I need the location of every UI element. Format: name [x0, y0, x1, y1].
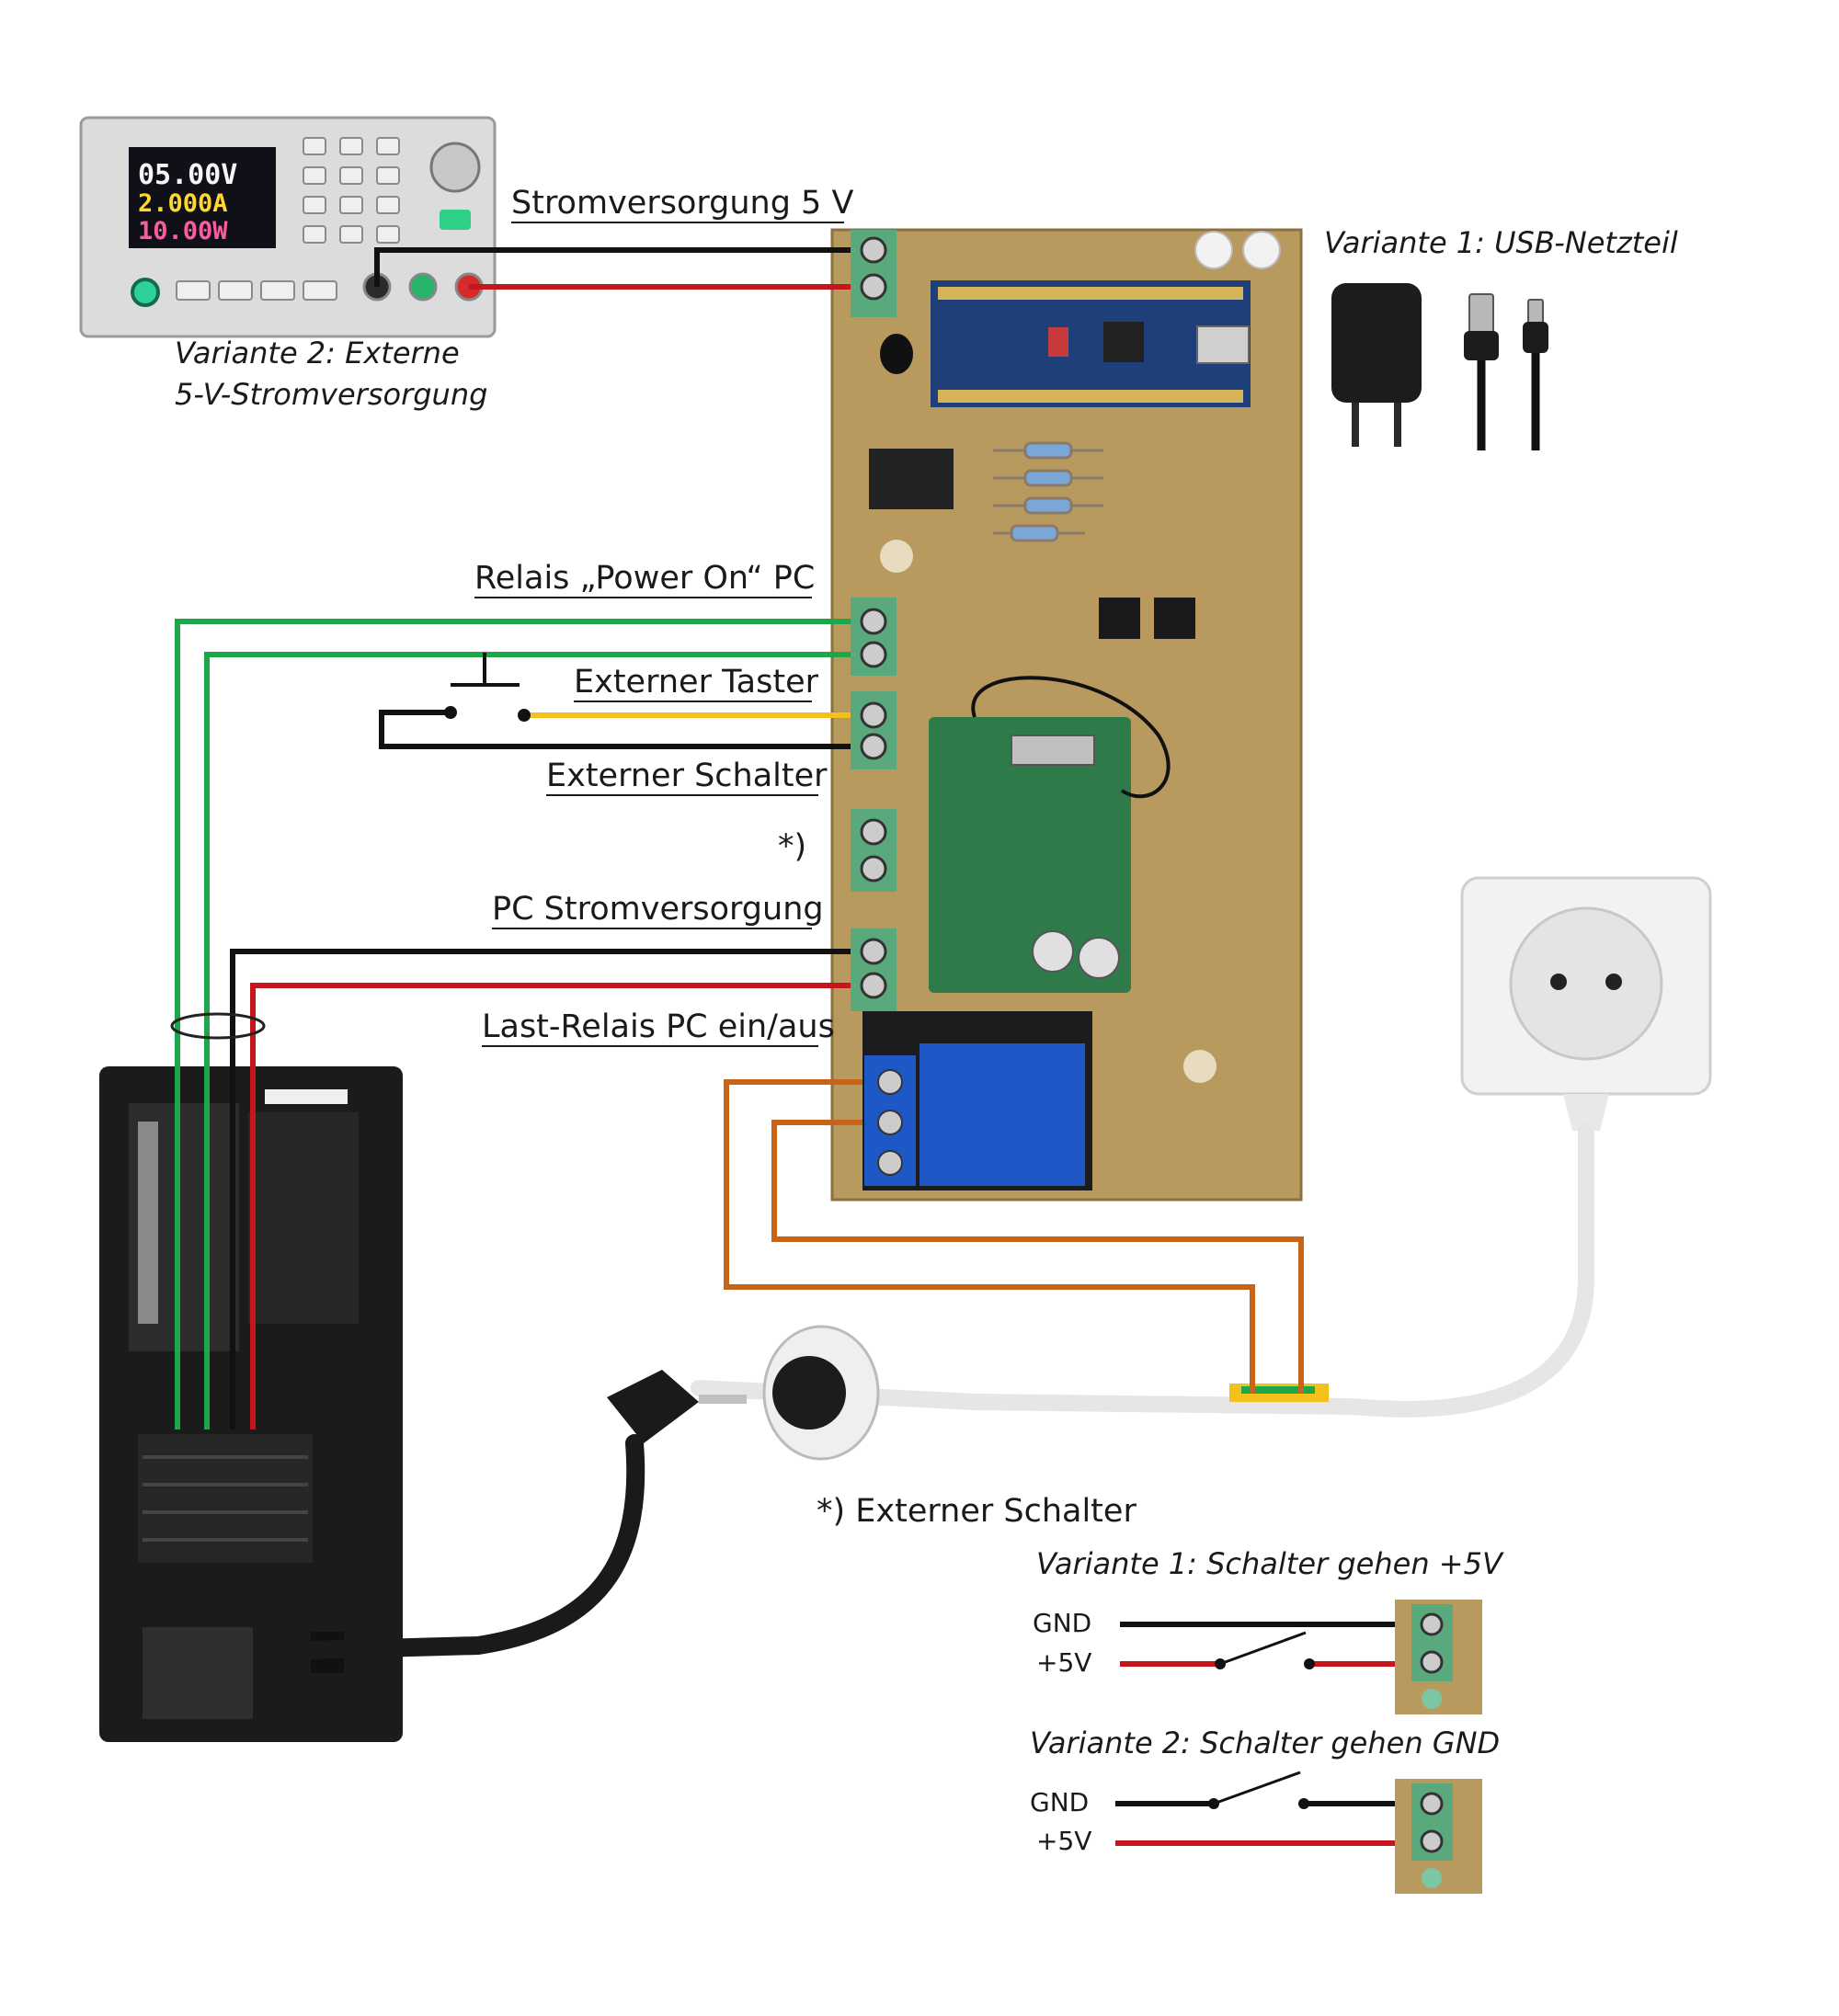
variante2-extern-label-line2: 5-V-Stromversorgung	[175, 377, 487, 412]
labels: Stromversorgung 5 V Relais „Power On“ PC…	[474, 185, 853, 1047]
legend-variant2-gnd-label: GND	[1030, 1787, 1089, 1817]
transistor	[880, 334, 913, 374]
relais-power-on-label: Relais „Power On“ PC	[474, 560, 815, 597]
wire-power-on-1	[175, 619, 851, 1429]
last-relais-label: Last-Relais PC ein/aus	[482, 1008, 835, 1045]
cable-tie-symbol	[170, 1012, 266, 1040]
variante1-usb-label: Variante 1: USB-Netzteil	[1324, 225, 1678, 260]
rf-module	[929, 676, 1171, 993]
pc-stromversorgung-label: PC Stromversorgung	[492, 891, 824, 928]
legend-variant2-5v-label: +5V	[1036, 1826, 1091, 1856]
variante2-extern-label-line1: Variante 2: Externe	[175, 336, 460, 370]
wire-taster-gnd	[379, 710, 851, 749]
extension-coupler	[762, 1325, 880, 1461]
mounting-hole	[1183, 1050, 1216, 1083]
terminal-pc-power	[851, 928, 897, 1011]
psu-power-button	[131, 278, 160, 307]
power-plug	[303, 1370, 747, 1659]
optocoupler-2	[1154, 598, 1195, 639]
bench-power-supply: 05.00V 2.000A 10.00W	[79, 116, 497, 338]
usb-charger	[1331, 283, 1422, 447]
wires	[175, 247, 1304, 1429]
psu-current-readout: 2.000A	[138, 189, 228, 218]
psu-keypad	[303, 137, 400, 244]
led-2	[1242, 231, 1281, 269]
terminal-extern	[851, 809, 897, 892]
stromversorgung-label: Stromversorgung 5 V	[511, 185, 853, 222]
wire-pc-gnd	[230, 949, 851, 1429]
externer-taster-label: Externer Taster	[574, 664, 819, 700]
legend-variant1-terminal	[1395, 1600, 1482, 1714]
wire-power-on-2	[204, 652, 851, 1429]
pushbutton-symbol	[444, 653, 531, 722]
legend-variant1-5v-label: +5V	[1036, 1647, 1091, 1678]
terminal-taster-schalter	[851, 691, 897, 769]
wire-psu-gnd	[374, 247, 851, 287]
terminal-relais-power-on	[851, 598, 897, 676]
switch-legend: *) Externer Schalter Variante 1: Schalte…	[817, 1493, 1504, 1894]
wire-relay-l1	[724, 1079, 1255, 1393]
optocoupler-1	[1099, 598, 1140, 639]
psu-rotary-knob	[429, 142, 481, 193]
psu-output-button	[440, 210, 471, 230]
legend-heading: *) Externer Schalter	[817, 1493, 1137, 1530]
arduino-nano	[931, 280, 1251, 407]
legend-variant1-title: Variante 1: Schalter gehen +5V	[1036, 1546, 1504, 1581]
main-pcb	[830, 228, 1303, 1202]
led-1	[1194, 231, 1233, 269]
terminal-power	[851, 230, 897, 317]
load-relay	[862, 1011, 1092, 1190]
footnote-marker: *)	[778, 828, 806, 865]
omron-relay	[869, 449, 954, 509]
legend-variant2-title: Variante 2: Schalter gehen GND	[1030, 1726, 1500, 1760]
legend-variant2-terminal	[1395, 1779, 1482, 1894]
extension-cable	[691, 1122, 1594, 1418]
wire-pc-5v	[250, 983, 851, 1429]
resistors	[993, 441, 1103, 542]
psu-power-readout: 10.00W	[138, 217, 228, 245]
wire-relay-l2	[771, 1120, 1304, 1393]
psu-voltage-readout: 05.00V	[138, 159, 237, 191]
usb-cable	[1464, 293, 1548, 450]
mounting-hole	[880, 540, 913, 573]
psu-green-terminal	[408, 272, 438, 302]
legend-variant1-gnd-label: GND	[1033, 1608, 1091, 1638]
externer-schalter-label: Externer Schalter	[546, 757, 828, 794]
wall-socket	[1460, 876, 1712, 1131]
pc-power-cable	[303, 1434, 645, 1659]
